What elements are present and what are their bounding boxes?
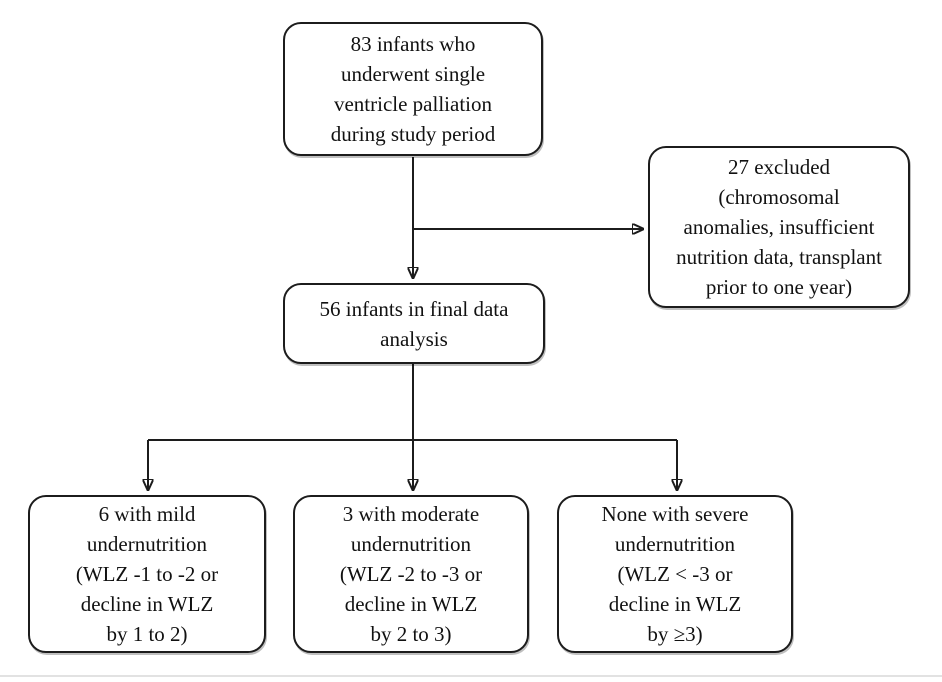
figure-bottom-rule [0, 675, 942, 677]
node-enrolled-box: 83 infants who underwent single ventricl… [283, 22, 543, 156]
node-mild-undernutrition-box: 6 with mild undernutrition (WLZ -1 to -2… [28, 495, 266, 653]
node-excluded-box: 27 excluded (chromosomal anomalies, insu… [648, 146, 910, 308]
node-final-analysis-box: 56 infants in final data analysis [283, 283, 545, 364]
node-severe-undernutrition-box: None with severe undernutrition (WLZ < -… [557, 495, 793, 653]
node-moderate-undernutrition-box: 3 with moderate undernutrition (WLZ -2 t… [293, 495, 529, 653]
